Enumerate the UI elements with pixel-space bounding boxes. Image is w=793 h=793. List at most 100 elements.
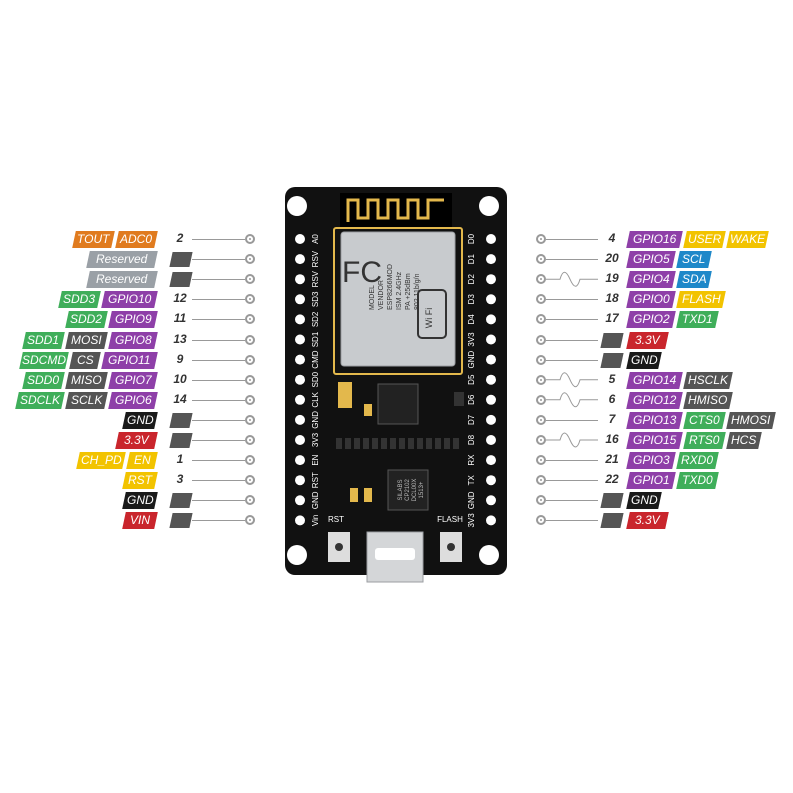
pin-label-right: GPIO12 [626,391,683,409]
pin-connector-right [536,274,546,285]
pin-label-left: SDD1 [22,331,65,349]
pin-connector-right [536,374,546,385]
pin-label-right: FLASH [676,291,726,309]
pin-connector-right [536,515,546,526]
pin-label-right: GPIO5 [626,251,676,269]
resistor [363,438,369,449]
gpio-pin-number-left: 11 [173,311,187,326]
connector-line-left [192,419,245,421]
module-text: MODEL [369,285,376,310]
module-text: PA +25dBm [405,273,412,310]
header-pin-left [295,254,305,265]
pin-connector-left [245,435,255,445]
pin-label-left: SDD2 [65,311,108,329]
pin-label-left: SDCLK [15,391,65,409]
pin-label-right: SDA [676,271,712,289]
pin-label-left: VIN [122,512,158,530]
pin-connector-right [536,495,546,506]
board-silk-right: D2 [467,274,476,285]
wavy-connector-line [546,432,598,448]
board-silk-right: D4 [467,314,476,325]
pin-connector-left [245,455,255,466]
pin-connector-right [536,414,546,425]
header-pin-left [295,435,305,445]
connector-line-right [546,319,598,321]
pin-connector-right [536,234,546,244]
gpio-pin-number-right: 22 [605,472,619,487]
pin-label-right: GPIO2 [626,311,676,329]
pin-connector-right [536,435,546,445]
wavy-connector-line [546,392,598,408]
header-pin-right [486,234,496,244]
pin-label-right: TXD1 [676,311,719,329]
pin-connector-left [245,495,255,506]
board-silk-left: GND [311,411,320,429]
gpio-pin-number-right: 21 [605,452,619,467]
connector-line-right [546,500,598,502]
gpio-pin-number-left [169,493,193,509]
board-silk-left: GND [311,491,320,509]
pin-label-right: 3.3V [626,512,669,530]
gpio-pin-number-left: 3 [176,472,184,487]
connector-line-right [546,460,598,462]
board-silk-right: D0 [467,233,476,244]
chip-text: SILABS [398,479,404,500]
connector-line-right [546,520,598,522]
gpio-pin-number-left: 12 [173,291,187,306]
resistor [390,438,396,449]
resistor [426,438,432,449]
board-silk-left: RSV [311,250,320,267]
board-silk-left: RST [311,472,320,488]
gpio-pin-number-left [169,412,193,428]
connector-line-right [546,239,598,240]
connector-line-left [192,399,245,401]
board-silk-left: SD2 [311,311,320,327]
gpio-pin-number-left: 2 [176,231,184,245]
board-silk-left: SD1 [311,331,320,347]
gpio-pin-number-left: 1 [176,452,184,467]
pin-label-right: RTS0 [683,432,726,449]
pin-connector-right [536,394,546,405]
wavy-connector-line [546,271,598,287]
connector-line-left [192,379,245,381]
header-pin-left [295,475,305,486]
board-silk-left: CLK [311,391,320,407]
board-silk-left: CMD [311,350,320,368]
smd [454,392,464,406]
gpio-pin-number-left [169,272,193,288]
module-text: ESP8266MOD [387,264,394,310]
pin-label-right: SCL [676,251,712,269]
pin-connector-right [536,334,546,345]
pin-label-left: SDCMD [19,351,69,369]
header-pin-right [486,394,496,405]
capacitor [338,382,352,408]
esp-module-shield [340,231,456,367]
pin-label-right: HMOSI [726,411,776,429]
wifi-logo-frame [417,289,447,339]
rst-label: RST [328,515,344,524]
pin-label-right: GPIO16 [626,231,683,248]
pin-label-right: GPIO14 [626,371,683,389]
connector-line-left [192,339,245,341]
pin-connector-left [245,475,255,486]
pin-label-left: RST [122,472,158,490]
pin-label-left: Reserved [86,251,158,269]
header-pin-left [295,495,305,506]
header-pin-right [486,314,496,325]
board-silk-left: Vin [311,515,320,526]
connector-line-right [546,359,598,361]
pin-label-right: USER [683,231,726,248]
pin-label-left: GPIO6 [108,391,158,409]
board-silk-left: SD0 [311,371,320,387]
gpio-pin-number-right: 7 [608,411,616,426]
mounting-hole [287,196,307,216]
pin-connector-right [536,455,546,466]
resistor [354,438,360,449]
board-silk-right: D5 [467,374,476,385]
header-pin-left [295,374,305,385]
connector-line-right [546,480,598,482]
connector-line-left [192,259,245,261]
header-pin-left [295,274,305,285]
connector-line-right [546,339,598,341]
